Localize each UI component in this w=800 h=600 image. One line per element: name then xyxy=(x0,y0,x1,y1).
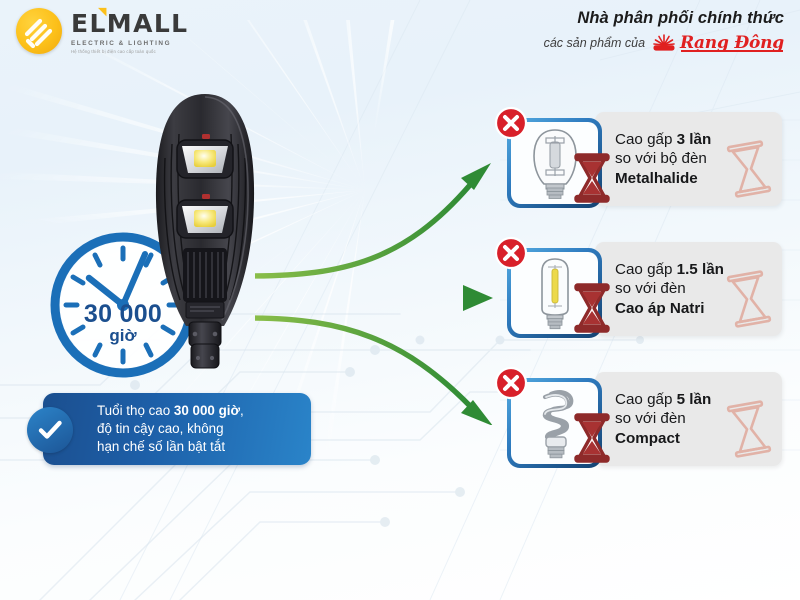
arrow-group xyxy=(255,163,493,425)
hourglass-icon xyxy=(574,413,610,463)
sunburst-icon xyxy=(653,34,675,51)
brand-subtitle: ELECTRIC & LIGHTING xyxy=(71,39,172,47)
comparison-line-3: Compact xyxy=(615,429,680,447)
partner-logo[interactable]: Rạng Đông xyxy=(651,33,784,53)
hourglass-icon xyxy=(574,283,610,333)
red-x-circle-icon xyxy=(494,106,528,140)
comparison-line-2: so với đèn xyxy=(615,410,686,428)
brand-logo[interactable]: ◥ ELMALL ELECTRIC & LIGHTING Hệ thống th… xyxy=(16,4,189,54)
feature-line-1: Tuổi thọ cao 30 000 giờ, xyxy=(97,403,244,419)
comparison-line-2: so với đèn xyxy=(615,280,686,298)
check-circle-icon xyxy=(27,407,73,453)
arrow-right-icon xyxy=(255,285,493,311)
spark-icon: ◥ xyxy=(98,4,108,18)
comparison-line-1: Cao gấp 5 lần xyxy=(615,390,712,408)
compact-fluorescent-bulb-icon xyxy=(542,390,573,459)
sodium-vapor-bulb-icon xyxy=(540,258,569,330)
comparison-line-1: Cao gấp 1.5 lần xyxy=(615,260,724,278)
partner-slogan: Nhà phân phối chính thức các sản phẩm củ… xyxy=(543,9,785,53)
hourglass-outline-icon xyxy=(726,140,772,198)
brand-name: ◥ ELMALL xyxy=(71,4,189,38)
clock-value: 30 000 xyxy=(83,300,163,328)
hourglass-outline-icon xyxy=(726,270,772,328)
comparison-line-2: so với bộ đèn xyxy=(615,150,707,168)
arrow-right-icon xyxy=(255,315,493,425)
partner-name: Rạng Đông xyxy=(680,33,784,53)
slogan-primary: Nhà phân phối chính thức xyxy=(577,9,784,27)
feature-line-2: độ tin cậy cao, không xyxy=(97,421,224,437)
striped-circle-logo-icon xyxy=(16,8,62,54)
red-x-circle-icon xyxy=(494,366,528,400)
comparison-line-3: Cao áp Natri xyxy=(615,299,705,317)
comparison-card[interactable]: Cao gấp 3 lần so với bộ đèn Metalhalide xyxy=(494,106,782,208)
arrow-right-icon xyxy=(255,163,491,279)
feature-line-3: hạn chế số lần bật tắt xyxy=(97,438,226,454)
feature-banner: Tuổi thọ cao 30 000 giờ, độ tin cậy cao,… xyxy=(27,393,311,465)
feature-banner-text: Tuổi thọ cao 30 000 giờ, độ tin cậy cao,… xyxy=(97,402,244,455)
led-street-lamp-icon xyxy=(150,88,260,373)
brand-tagline: Hệ thống thiết bị điện cao cấp toàn quốc xyxy=(71,48,156,54)
hourglass-outline-icon xyxy=(726,400,772,458)
slogan-secondary: các sản phẩm của xyxy=(543,36,646,50)
red-x-circle-icon xyxy=(494,236,528,270)
clock-unit: giờ xyxy=(109,326,137,345)
comparison-card[interactable]: Cao gấp 5 lần so với đèn Compact xyxy=(494,366,782,468)
hourglass-icon xyxy=(574,153,610,203)
header: ◥ ELMALL ELECTRIC & LIGHTING Hệ thống th… xyxy=(0,0,800,78)
comparison-line-1: Cao gấp 3 lần xyxy=(615,130,712,148)
comparison-card[interactable]: Cao gấp 1.5 lần so với đèn Cao áp Natri xyxy=(494,236,782,338)
comparison-line-3: Metalhalide xyxy=(615,169,698,187)
metal-halide-bulb-icon xyxy=(532,129,577,199)
